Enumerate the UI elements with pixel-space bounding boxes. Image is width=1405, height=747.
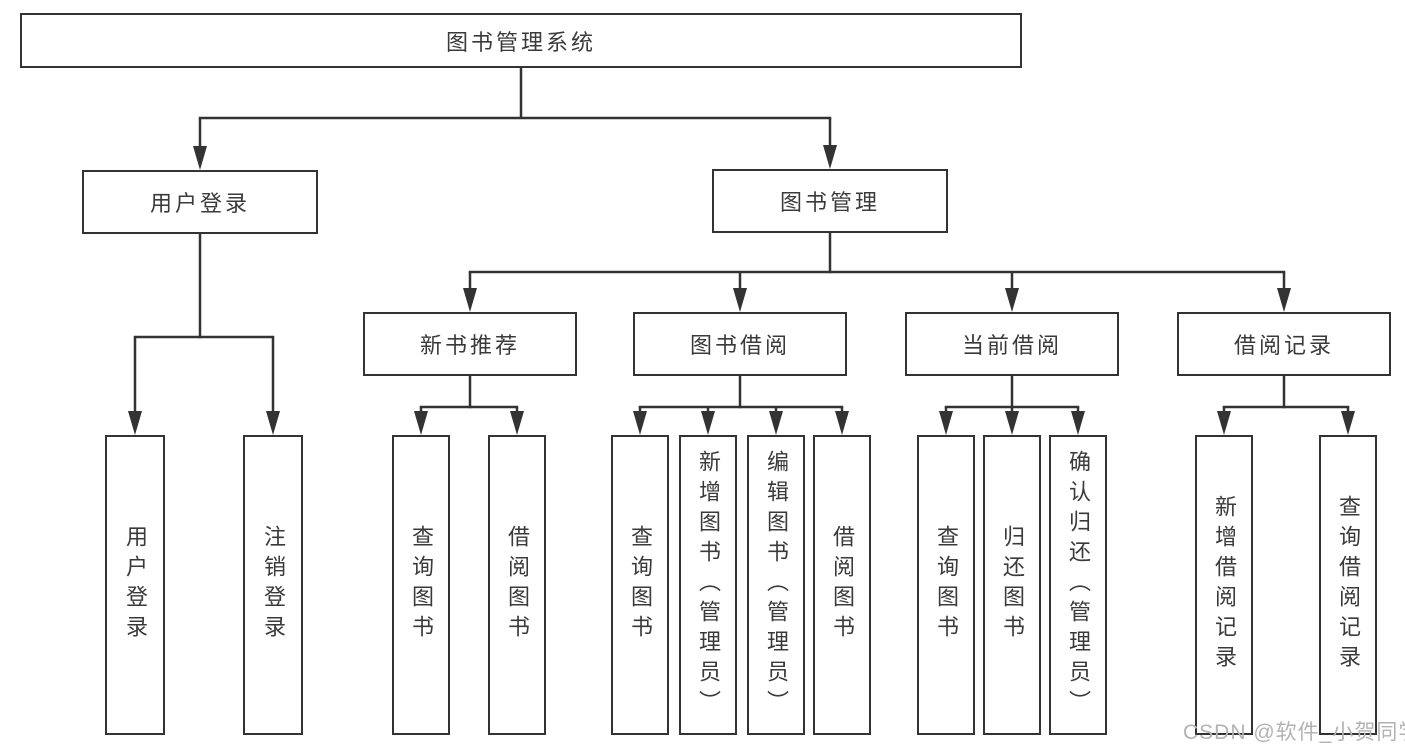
node-borrowing-records: 借阅记录 bbox=[1177, 312, 1391, 376]
leaf-return-books: 归还图书 bbox=[983, 435, 1041, 735]
leaf-add-books-admin: 新增图书（管理员） bbox=[679, 435, 737, 735]
leaf-add-books-admin-label: 新增图书（管理员） bbox=[696, 450, 721, 720]
leaf-query-books-borrowing-label: 查询图书 bbox=[628, 525, 653, 645]
leaf-query-borrow-record: 查询借阅记录 bbox=[1319, 435, 1377, 735]
node-new-book-recommend-label: 新书推荐 bbox=[419, 333, 520, 358]
leaf-add-borrow-record: 新增借阅记录 bbox=[1195, 435, 1253, 735]
leaf-confirm-return-admin: 确认归还（管理员） bbox=[1049, 435, 1107, 735]
leaf-query-books-current: 查询图书 bbox=[917, 435, 975, 735]
csdn-watermark: CSDN @软件_小贺同学 bbox=[1183, 721, 1405, 744]
node-current-borrowing-label: 当前借阅 bbox=[961, 333, 1062, 358]
leaf-query-books-recommend-label: 查询图书 bbox=[409, 525, 434, 645]
node-book-borrowing-label: 图书借阅 bbox=[689, 333, 790, 358]
leaf-query-books-current-label: 查询图书 bbox=[934, 525, 959, 645]
leaf-confirm-return-admin-label: 确认归还（管理员） bbox=[1066, 450, 1091, 720]
leaf-add-borrow-record-label: 新增借阅记录 bbox=[1212, 495, 1237, 675]
leaf-logout-label: 注销登录 bbox=[261, 525, 286, 645]
node-root-system-label: 图书管理系统 bbox=[445, 29, 596, 55]
leaf-return-books-label: 归还图书 bbox=[1000, 525, 1025, 645]
leaf-borrow-books-recommend-label: 借阅图书 bbox=[505, 525, 530, 645]
node-current-borrowing: 当前借阅 bbox=[905, 312, 1119, 376]
arrowheads bbox=[128, 145, 1355, 435]
leaf-user-login-label: 用户登录 bbox=[123, 525, 148, 645]
node-root-system: 图书管理系统 bbox=[20, 13, 1022, 68]
node-user-login: 用户登录 bbox=[82, 170, 318, 234]
node-borrowing-records-label: 借阅记录 bbox=[1233, 333, 1334, 358]
node-book-management: 图书管理 bbox=[712, 169, 948, 233]
leaf-borrow-books-label: 借阅图书 bbox=[830, 525, 855, 645]
leaf-borrow-books-recommend: 借阅图书 bbox=[488, 435, 546, 735]
leaf-user-login: 用户登录 bbox=[105, 435, 165, 735]
node-book-management-label: 图书管理 bbox=[779, 190, 880, 215]
leaf-edit-books-admin-label: 编辑图书（管理员） bbox=[764, 450, 789, 720]
leaf-query-borrow-record-label: 查询借阅记录 bbox=[1336, 495, 1361, 675]
leaf-logout: 注销登录 bbox=[243, 435, 303, 735]
leaf-edit-books-admin: 编辑图书（管理员） bbox=[747, 435, 805, 735]
leaf-query-books-recommend: 查询图书 bbox=[392, 435, 450, 735]
node-new-book-recommend: 新书推荐 bbox=[363, 312, 577, 376]
node-book-borrowing: 图书借阅 bbox=[633, 312, 847, 376]
leaf-borrow-books: 借阅图书 bbox=[813, 435, 871, 735]
leaf-query-books-borrowing: 查询图书 bbox=[611, 435, 669, 735]
node-user-login-label: 用户登录 bbox=[149, 191, 250, 216]
